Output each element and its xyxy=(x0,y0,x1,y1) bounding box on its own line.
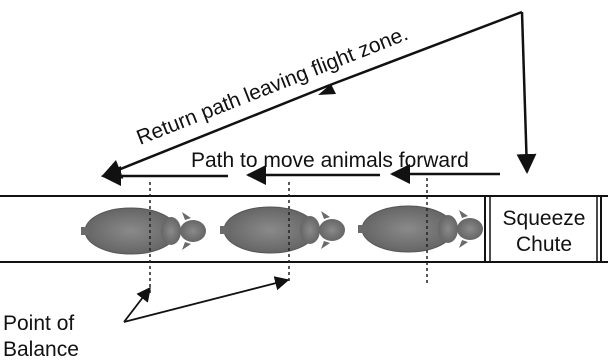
forward-path xyxy=(101,164,500,186)
point-of-balance-label-line2: Balance xyxy=(3,338,79,361)
cattle-icon xyxy=(219,206,346,254)
forward-path-label: Path to move animals forward xyxy=(191,149,469,172)
return-path-label: Return path leaving flight zone. xyxy=(133,22,411,150)
alley xyxy=(0,195,608,263)
cattle-icon xyxy=(80,207,207,255)
point-of-balance-label-line1: Point of xyxy=(3,312,74,335)
squeeze-chute-label-line1: Squeeze xyxy=(503,207,586,230)
squeeze-chute: Squeeze Chute xyxy=(484,196,602,262)
cattle-icon xyxy=(357,205,484,253)
balance-lines xyxy=(149,178,428,296)
return-path xyxy=(101,10,537,179)
balance-pointer xyxy=(123,276,290,323)
squeeze-chute-label-line2: Chute xyxy=(516,233,572,256)
